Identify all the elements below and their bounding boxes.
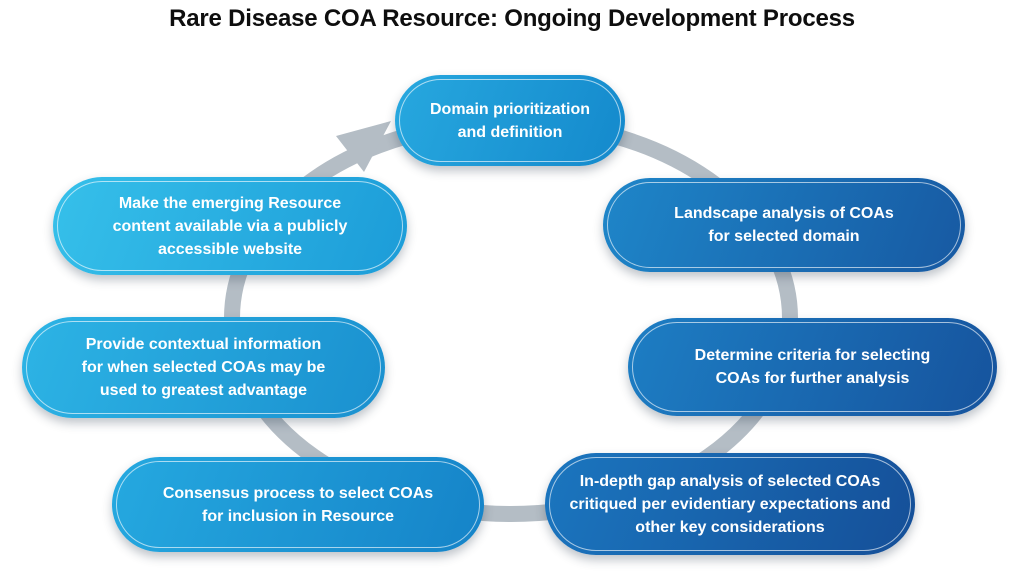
step-label: Make the emerging Resource content avail…: [112, 194, 348, 258]
step-label: In-depth gap analysis of selected COAs c…: [569, 472, 891, 536]
step-label: Landscape analysis of COAs for selected …: [674, 205, 894, 245]
step-box-publish-website: Make the emerging Resource content avail…: [53, 177, 407, 275]
page-title: Rare Disease COA Resource: Ongoing Devel…: [169, 5, 855, 32]
step-label: Domain prioritization and definition: [430, 100, 590, 141]
step-box-landscape-analysis: Landscape analysis of COAs for selected …: [603, 178, 965, 272]
step-box-determine-criteria: Determine criteria for selecting COAs fo…: [628, 318, 997, 416]
step-label: Provide contextual information for when …: [81, 336, 326, 399]
step-box-contextual-information: Provide contextual information for when …: [22, 317, 385, 418]
step-box-consensus-process: Consensus process to select COAs for inc…: [112, 457, 484, 552]
step-box-gap-analysis: In-depth gap analysis of selected COAs c…: [545, 453, 915, 555]
step-label: Determine criteria for selecting COAs fo…: [694, 347, 931, 387]
arrowhead-icon: [336, 121, 391, 172]
step-label: Consensus process to select COAs for inc…: [162, 484, 434, 525]
step-box-domain-prioritization: Domain prioritization and definition: [395, 75, 625, 166]
